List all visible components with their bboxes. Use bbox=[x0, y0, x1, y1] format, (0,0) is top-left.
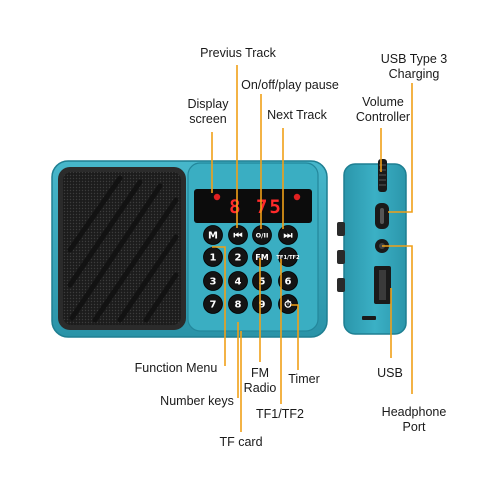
label-timer: Timer bbox=[288, 372, 320, 386]
radio-front: 8 75 M ⏮ O/II ⏭ 1 2 FM TF1/TF2 3 4 5 6 7 8 9 ⏱ bbox=[51, 160, 328, 338]
display-digits: 8 75 bbox=[229, 196, 283, 218]
side-button[interactable] bbox=[337, 222, 345, 236]
key-row4-0[interactable]: 7 bbox=[203, 294, 223, 314]
key-label: ⏭ bbox=[284, 231, 293, 242]
key-row2-0[interactable]: 1 bbox=[203, 247, 223, 267]
key-row4-1[interactable]: 8 bbox=[228, 294, 248, 314]
label-tf1-tf2: TF1/TF2 bbox=[256, 407, 304, 421]
key-row2-1[interactable]: 2 bbox=[228, 247, 248, 267]
indicator-led bbox=[293, 193, 301, 201]
key-row3-0[interactable]: 3 bbox=[203, 271, 223, 291]
label-headphone-port-line2: Port bbox=[402, 420, 426, 434]
key-row1-1[interactable]: ⏮ bbox=[228, 225, 248, 245]
key-label: ⏮ bbox=[234, 231, 243, 242]
key-label: M bbox=[208, 231, 218, 242]
label-display-screen: Display screen bbox=[188, 97, 229, 127]
key-row2-2[interactable]: FM bbox=[252, 247, 272, 267]
label-volume-controller-line2: Controller bbox=[355, 110, 411, 124]
key-row4-3[interactable]: ⏱ bbox=[278, 294, 298, 314]
key-row3-1[interactable]: 4 bbox=[228, 271, 248, 291]
label-number-keys: Number keys bbox=[160, 394, 234, 408]
speaker-grill bbox=[58, 167, 186, 330]
label-usb-type3-line1: USB Type 3 bbox=[380, 52, 448, 66]
label-fm-radio-line2: Radio bbox=[243, 381, 277, 395]
side-button[interactable] bbox=[337, 278, 345, 292]
key-label: ⏱ bbox=[284, 299, 292, 311]
key-row1-3[interactable]: ⏭ bbox=[278, 225, 298, 245]
label-next-track: Next Track bbox=[267, 108, 327, 122]
key-label: 6 bbox=[285, 277, 292, 288]
key-row2-3[interactable]: TF1/TF2 bbox=[276, 247, 300, 267]
key-label: 9 bbox=[259, 300, 266, 311]
label-usb-type3-line2: Charging bbox=[388, 67, 440, 81]
leader-lines bbox=[211, 65, 413, 432]
key-label: 4 bbox=[235, 277, 242, 288]
key-label: 5 bbox=[259, 277, 266, 288]
display-screen: 8 75 bbox=[194, 189, 312, 223]
label-previous-track: Previus Track bbox=[200, 46, 276, 60]
label-on-off-play-pause: On/off/play pause bbox=[241, 78, 339, 92]
label-display-screen-line2: screen bbox=[189, 112, 227, 126]
label-fm-radio-line1: FM bbox=[250, 366, 270, 380]
key-label: 7 bbox=[210, 300, 217, 311]
label-fm-radio: FM Radio bbox=[244, 366, 277, 396]
label-headphone-port: Headphone Port bbox=[382, 405, 447, 435]
label-function-menu: Function Menu bbox=[134, 361, 218, 375]
keypad: M ⏮ O/II ⏭ 1 2 FM TF1/TF2 3 4 5 6 7 8 9 ⏱ bbox=[203, 225, 300, 314]
label-volume-controller: Volume Controller bbox=[356, 95, 410, 125]
side-button[interactable] bbox=[337, 250, 345, 264]
indicator-led bbox=[213, 193, 221, 201]
label-usb-type3-charging: USB Type 3 Charging bbox=[381, 52, 447, 82]
key-label: 3 bbox=[210, 277, 217, 288]
key-label: 8 bbox=[235, 300, 242, 311]
tf-card-slot[interactable] bbox=[362, 316, 376, 320]
label-display-screen-line1: Display bbox=[187, 97, 229, 111]
label-headphone-port-line1: Headphone bbox=[381, 405, 447, 419]
key-label: FM bbox=[255, 253, 268, 262]
key-label: 2 bbox=[235, 253, 242, 264]
key-label: 1 bbox=[210, 253, 217, 264]
key-label: O/II bbox=[256, 231, 269, 239]
key-label: TF1/TF2 bbox=[276, 255, 300, 261]
label-usb: USB bbox=[377, 366, 403, 380]
label-tf-card: TF card bbox=[219, 435, 263, 449]
key-row4-2[interactable]: 9 bbox=[252, 294, 272, 314]
key-row3-3[interactable]: 6 bbox=[278, 271, 298, 291]
key-row3-2[interactable]: 5 bbox=[252, 271, 272, 291]
key-row1-0[interactable]: M bbox=[203, 225, 223, 245]
label-volume-controller-line1: Volume bbox=[362, 95, 404, 109]
key-row1-2[interactable]: O/II bbox=[252, 225, 272, 245]
